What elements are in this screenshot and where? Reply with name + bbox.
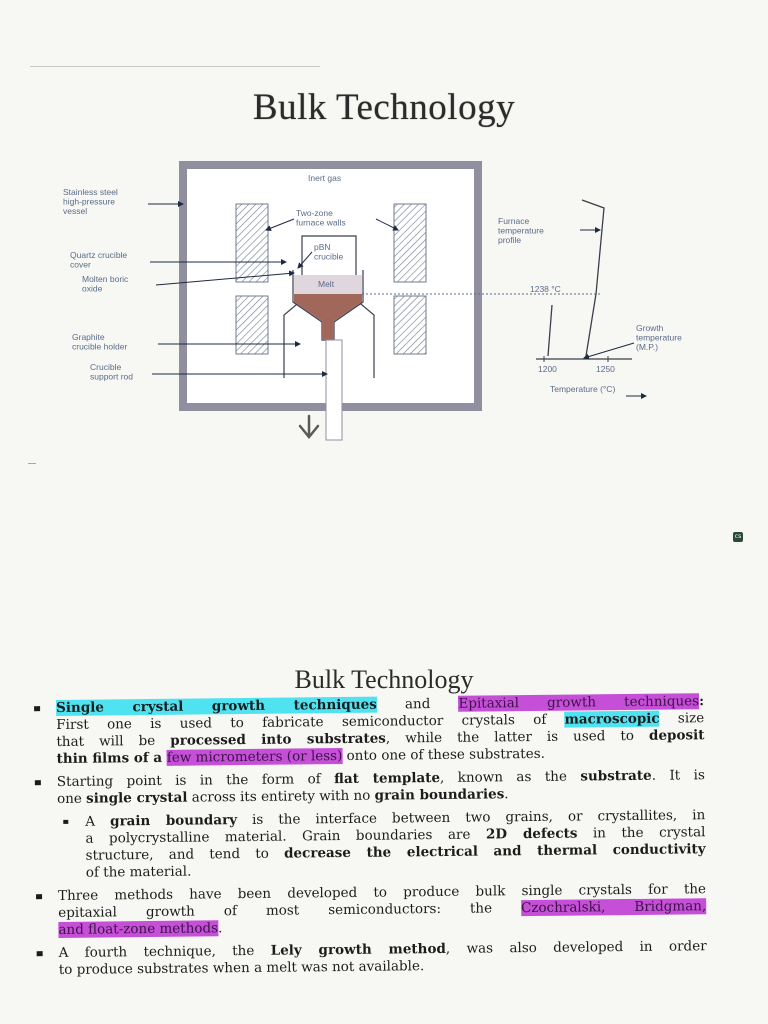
text-segment: A fourth technique, the [58,942,271,961]
highlighted-text: Single crystal growth techniques [56,696,377,716]
furnace-wall-lower-left [235,295,269,355]
bullet-item: A fourth technique, the Lely growth meth… [36,938,707,979]
graphite-crucible-holder [283,235,375,378]
bold-text: substrate [580,767,652,785]
bold-text: : [698,693,705,710]
bold-text: Lely growth method [270,940,446,959]
text-segment: . [217,920,223,937]
text-segment: , known as the [439,768,581,786]
bullet-marker-icon [34,706,41,712]
text-segment: of the material. [85,863,192,881]
label-1238: 1238 °C [530,284,561,294]
bullet-item: Three methods have been developed to pro… [36,881,707,939]
sub-bullet-item: A grain boundary is the interface betwee… [63,807,706,881]
bold-text: processed into substrates [170,730,386,749]
crucible-support-rod [325,339,343,441]
bold-text: grain boundary [110,812,238,830]
bullet-item: Single crystal growth techniques and Epi… [34,693,705,768]
text-segment: onto one of these substrates. [342,745,545,765]
label-graphite-holder: Graphite crucible holder [72,332,127,352]
text-segment: structure, and tend to [85,845,285,864]
text-segment: . It is [651,767,705,784]
bold-text: 2D defects [485,825,578,843]
bold-text: decrease the electrical and thermal cond… [283,841,706,862]
text-segment: epitaxial growth of most semiconductors:… [58,900,522,921]
tick-1250: 1250 [596,364,615,374]
camscanner-badge: cs [733,532,743,542]
tick-1200: 1200 [538,364,557,374]
text-segment: and [376,695,459,713]
label-melt: Melt [318,279,335,289]
text-segment: across its entirety with no [187,787,375,806]
text-segment: A [85,813,111,830]
bold-text: grain boundaries [374,786,505,804]
label-boric-oxide: Molten boric oxide [82,274,131,294]
bullet-marker-icon [34,780,41,786]
crystal-region [294,294,362,340]
label-quartz-cover: Quartz crucible cover [70,250,130,270]
down-arrow-icon [298,414,320,439]
text-segment: that will be [56,732,171,750]
label-pbn-crucible: pBN crucible [314,242,344,262]
label-furnace-profile: Furnace temperature profile [498,216,546,245]
furnace-wall-upper-right [393,203,427,283]
bullet-marker-icon [63,819,69,824]
stray-mark [28,463,36,464]
slide-title: Bulk Technology [294,665,474,694]
text-segment: size [659,710,705,727]
label-growth-temp: Growth temperature (M.P.) [636,323,684,352]
highlighted-text: and float-zone methods [58,920,219,938]
bullet-item: Starting point is in the form of flat te… [34,767,705,808]
bold-text: single crystal [86,789,188,807]
text-segment: one [56,790,87,807]
furnace-wall-upper-left [235,203,269,283]
highlighted-text: few micrometers (or less) [166,748,343,766]
label-furnace-walls: Two-zone furnace walls [296,208,346,228]
label-vessel: Stainless steel high-pressure vessel [63,187,120,216]
furnace-wall-lower-right [393,295,427,355]
bold-text: thin films of a [56,749,167,767]
text-segment: . [504,786,509,803]
highlighted-text: Epitaxial growth techniques [458,693,700,712]
label-support-rod: Crucible support rod [90,362,133,382]
text-segment: in the crystal [577,824,706,842]
text-segment: , was also developed in order [445,938,707,957]
bullet-list: Single crystal growth techniques and Epi… [34,693,707,985]
bullet-marker-icon [36,951,43,957]
melt-region [294,275,362,294]
bullet-marker-icon [36,894,43,900]
highlighted-text: Czochralski, Bridgman, [520,898,707,917]
label-inert-gas: Inert gas [308,173,341,183]
text-segment: Starting point is in the form of [56,771,335,790]
axis-temperature-label: Temperature (°C) [550,384,615,394]
text-segment: , while the latter is used to [385,727,650,747]
temperature-profile-line [581,199,605,357]
bold-text: deposit [648,727,705,744]
highlighted-text: macroscopic [564,710,660,728]
bold-text: flat template [334,769,441,788]
furnace-diagram: Inert gas Stainless steel high-pressure … [63,161,684,441]
text-segment: to produce substrates when a melt was no… [58,958,425,978]
top-rule [30,66,320,67]
slide-title: Bulk Technology [252,87,516,128]
